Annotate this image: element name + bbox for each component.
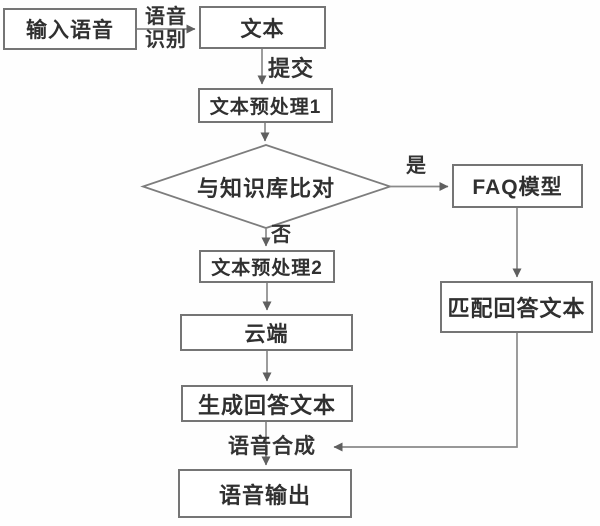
flow-node-cloud: 云端 [180,314,353,351]
edge-label-speech-recognition: 语音 识别 [143,6,189,52]
flow-node-text: 文本 [199,6,326,49]
flow-node-preprocess1: 文本预处理1 [198,88,333,123]
edge-match-to-synthesis [333,333,518,452]
flow-node-decision-label: 与知识库比对 [196,176,335,201]
flow-node-preprocess2: 文本预处理2 [199,250,335,283]
edge-label-speech-recognition-line2: 识别 [145,29,187,51]
edge-label-speech-recognition-line1: 语音 [145,6,187,28]
flow-node-match-answer: 匹配回答文本 [440,281,593,333]
flow-node-input-speech: 输入语音 [3,8,137,50]
flow-node-speech-output: 语音输出 [178,469,352,518]
edge-label-speech-synthesis: 语音合成 [228,435,316,458]
edge-label-yes: 是 [406,155,427,177]
edge-label-submit: 提交 [268,56,315,81]
flow-node-generate-answer: 生成回答文本 [181,385,353,422]
flow-node-faq-model: FAQ模型 [452,164,583,208]
edge-label-no: 否 [271,224,292,246]
